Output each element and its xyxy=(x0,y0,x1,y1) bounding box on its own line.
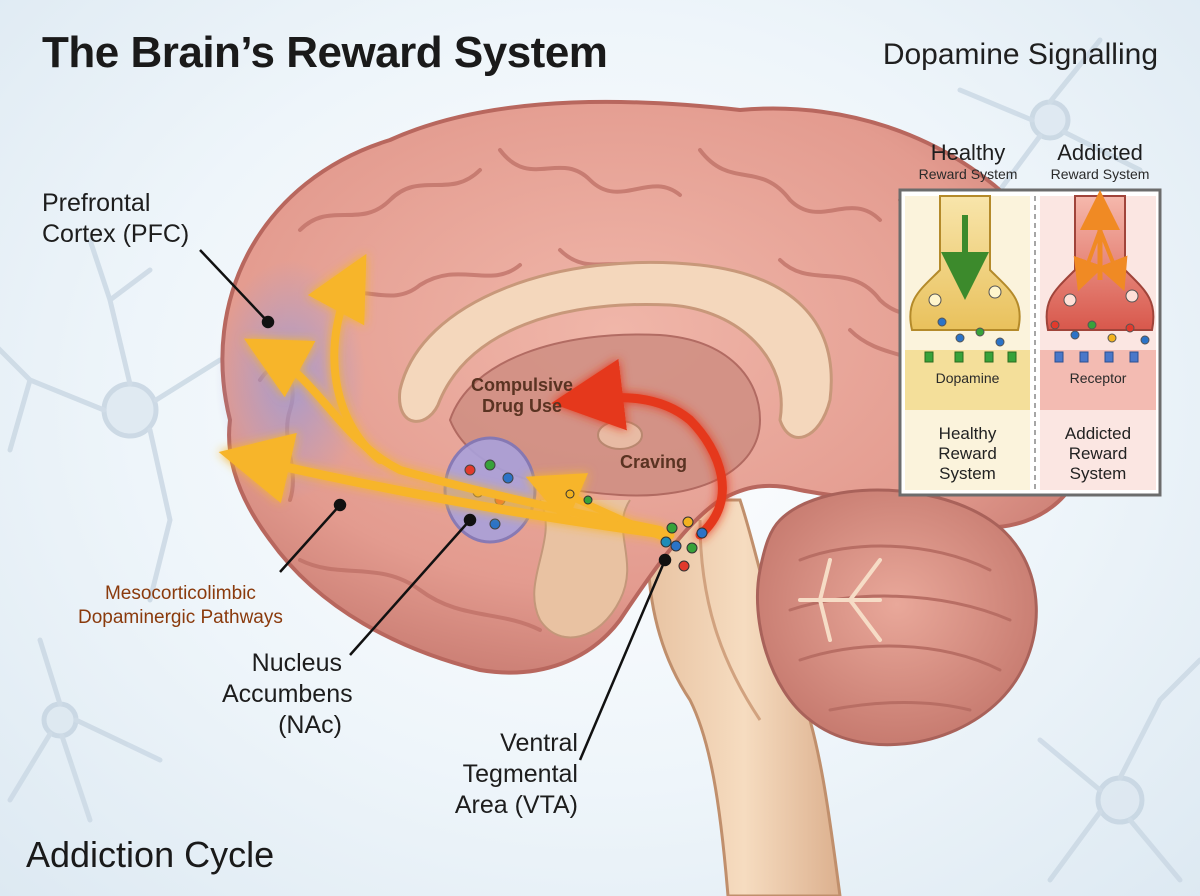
label-pfc: Prefrontal Cortex (PFC) xyxy=(42,188,189,250)
inset-addicted-bottom-line3: System xyxy=(1069,464,1127,483)
label-compulsive-line1: Compulsive xyxy=(470,375,574,395)
label-craving: Craving xyxy=(620,452,688,472)
label-vta-line2: Tegmental xyxy=(462,760,578,788)
background-neurons xyxy=(0,37,1200,883)
label-pfc-line2: Cortex (PFC) xyxy=(42,220,190,248)
vta-cluster xyxy=(565,489,708,572)
addicted-synapse xyxy=(1040,190,1156,410)
label-vta-line3: Area (VTA) xyxy=(454,791,578,819)
inset-addicted-bottom: Addicted Reward System xyxy=(1040,424,1156,484)
inset-addicted-bottom-line1: Addicted xyxy=(1064,424,1132,443)
label-pathways: Mesocorticolimbic Dopaminergic Pathways xyxy=(78,582,283,630)
label-pathways-line1: Mesocorticolimbic xyxy=(104,583,256,604)
inset-healthy-head: Healthy xyxy=(930,140,1006,165)
inset-addicted-sub: Reward System xyxy=(1050,166,1150,182)
label-nac-line1: Nucleus xyxy=(251,649,342,677)
inset-healthy-bottom-line1: Healthy xyxy=(938,424,997,443)
dopamine-pathways xyxy=(218,253,727,542)
inset-healthy-bottom-line2: Reward xyxy=(938,444,997,463)
label-pfc-line1: Prefrontal xyxy=(42,189,151,217)
inset-receptor-label: Receptor xyxy=(1069,370,1127,386)
inset-healthy-bottom: Healthy Reward System xyxy=(905,424,1030,484)
label-nac-line3: (NAc) xyxy=(278,711,342,739)
label-vta-line1: Ventral xyxy=(500,729,578,757)
inset-dopamine-label: Dopamine xyxy=(935,370,1000,386)
healthy-synapse xyxy=(905,195,1030,410)
footer-caption: Addiction Cycle xyxy=(26,834,275,875)
label-vta: Ventral Tegmental Area (VTA) xyxy=(438,728,578,821)
cerebellum xyxy=(756,488,1038,747)
subtitle: Dopamine Signalling xyxy=(882,38,1158,71)
label-compulsive-drug-use: Compulsive Drug Use xyxy=(462,375,582,417)
page-title: The Brain’s Reward System xyxy=(42,28,608,77)
dopamine-inset xyxy=(898,188,1162,497)
label-compulsive-line2: Drug Use xyxy=(481,396,562,416)
leader-lines xyxy=(199,249,672,761)
inset-addicted-bottom-line2: Reward xyxy=(1068,444,1128,463)
label-nac: Nucleus Accumbens (NAc) xyxy=(222,648,353,741)
inset-addicted-head: Addicted xyxy=(1057,140,1143,165)
label-pathways-line2: Dopaminergic Pathways xyxy=(78,607,283,628)
inset-healthy-bottom-line3: System xyxy=(939,464,996,483)
label-nac-line2: Accumbens xyxy=(222,680,353,708)
inset-healthy-sub: Reward System xyxy=(918,166,1018,182)
